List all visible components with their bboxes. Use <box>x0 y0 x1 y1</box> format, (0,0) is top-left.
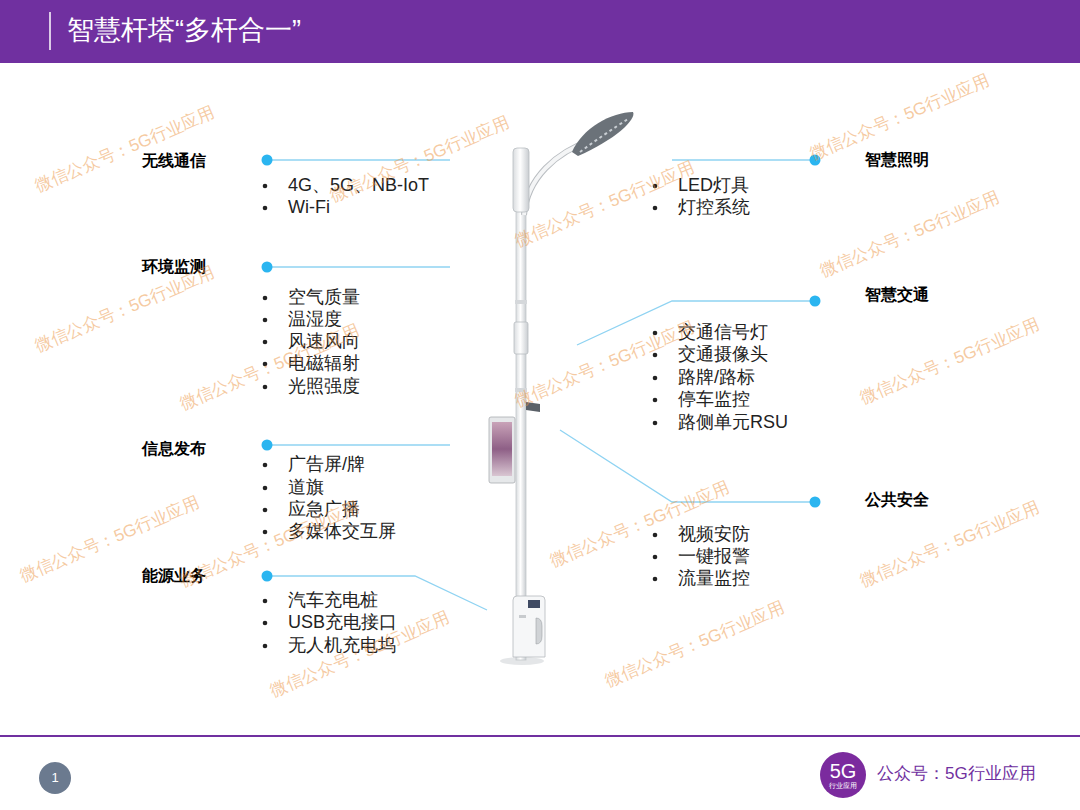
watermark: 微信公众号：5G行业应用 <box>32 103 217 197</box>
category-heading: 信息发布 <box>142 439 206 458</box>
list-item: 交通信号灯 <box>678 322 768 344</box>
list-item: 汽车充电桩 <box>288 590 378 612</box>
category-heading: 智慧照明 <box>865 150 929 169</box>
watermark: 微信公众号：5G行业应用 <box>602 598 787 692</box>
list-item: 停车监控 <box>678 389 750 411</box>
circle-fill <box>39 762 71 794</box>
category-heading: 无线通信 <box>142 151 206 170</box>
logo-badge: 5G行业应用 <box>820 752 866 798</box>
circle-fill <box>820 752 866 798</box>
list-item: 温湿度 <box>288 309 342 331</box>
list-item: 无人机充电坞 <box>288 635 396 657</box>
list-item: 灯控系统 <box>678 197 750 219</box>
list-item: USB充电接口 <box>288 612 397 634</box>
watermark: 微信公众号：5G行业应用 <box>512 318 697 412</box>
list-item: 视频安防 <box>678 524 750 546</box>
slide-title: 智慧杆塔“多杆合一” <box>67 13 301 48</box>
list-item: 广告屏/牌 <box>288 454 365 476</box>
list-item: Wi-Fi <box>288 197 330 219</box>
list-item: 电磁辐射 <box>288 353 360 375</box>
list-item: 一键报警 <box>678 546 750 568</box>
list-item: 应急广播 <box>288 499 360 521</box>
watermark: 微信公众号：5G行业应用 <box>32 263 217 357</box>
list-item: 路牌/路标 <box>678 367 755 389</box>
badge-text: 1 <box>51 771 58 785</box>
list-item: 路侧单元RSU <box>678 412 788 434</box>
watermark: 微信公众号：5G行业应用 <box>807 71 992 165</box>
list-item: 交通摄像头 <box>678 344 768 366</box>
watermark: 微信公众号：5G行业应用 <box>817 188 1002 282</box>
watermark: 微信公众号：5G行业应用 <box>857 315 1042 409</box>
page-number: 1 <box>39 762 71 794</box>
list-item: 4G、5G、NB-IoT <box>288 175 429 197</box>
list-item: 流量监控 <box>678 568 750 590</box>
list-item: 空气质量 <box>288 287 360 309</box>
badge-subtext: 行业应用 <box>829 782 857 789</box>
badge-text: 5G <box>830 761 857 782</box>
leader-lines <box>272 160 810 610</box>
list-item: 光照强度 <box>288 376 360 398</box>
list-item: 风速风向 <box>288 331 360 353</box>
watermark: 微信公众号：5G行业应用 <box>512 158 697 252</box>
category-heading: 公共安全 <box>865 490 929 509</box>
header-divider <box>49 12 51 50</box>
account-name: 公众号：5G行业应用 <box>877 764 1036 784</box>
header-band <box>0 0 1080 63</box>
footer-rule <box>0 735 1080 737</box>
list-item: 道旗 <box>288 477 324 499</box>
smart-pole <box>489 112 633 665</box>
leader-dots <box>262 155 821 582</box>
category-heading: 能源业务 <box>142 566 206 585</box>
watermark: 微信公众号：5G行业应用 <box>857 498 1042 592</box>
category-heading: 智慧交通 <box>865 285 929 304</box>
list-item: 多媒体交互屏 <box>288 521 396 543</box>
bullet-markers <box>263 184 658 649</box>
category-heading: 环境监测 <box>142 257 206 276</box>
list-item: LED灯具 <box>678 175 749 197</box>
